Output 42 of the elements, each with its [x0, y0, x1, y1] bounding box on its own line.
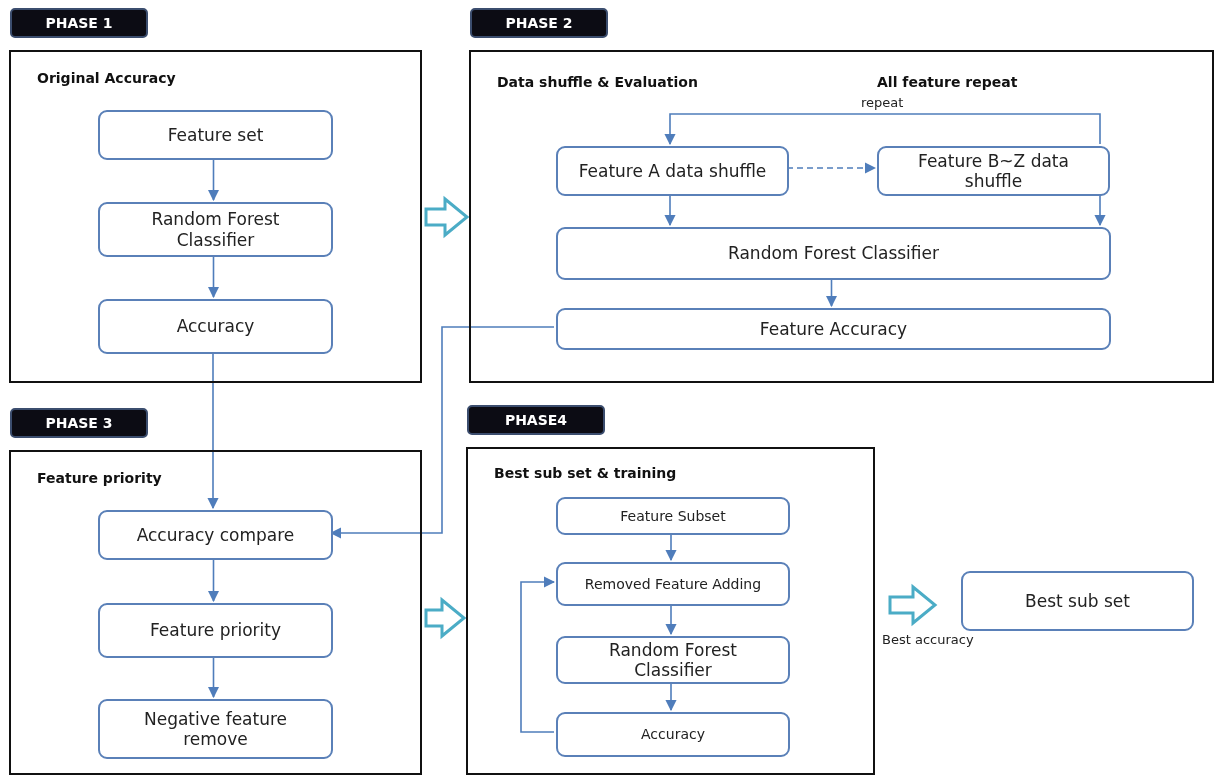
arrow — [665, 681, 677, 712]
arrow — [825, 277, 838, 308]
arrow — [207, 254, 220, 299]
arrow — [207, 557, 220, 603]
arrow — [664, 193, 676, 227]
process-box: Feature set — [98, 110, 333, 160]
process-box: Removed Feature Adding — [556, 562, 790, 606]
edge-label: repeat — [859, 95, 906, 110]
process-box: Best sub set — [961, 571, 1194, 631]
panel-heading: Best sub set & training — [494, 465, 677, 481]
process-box: Random Forest Classifier — [98, 202, 333, 257]
process-box: Accuracy — [98, 299, 333, 354]
panel-heading: All feature repeat — [877, 74, 1018, 90]
arrow — [665, 603, 677, 636]
block-arrow — [424, 596, 467, 640]
edge-label: Best accuracy — [880, 632, 976, 647]
process-box: Accuracy compare — [98, 510, 333, 560]
panel-heading: Data shuffle & Evaluation — [497, 74, 698, 90]
phase-tab: PHASE4 — [467, 405, 605, 435]
process-box: Random Forest Classifier — [556, 636, 790, 684]
arrow — [1094, 193, 1106, 227]
phase-tab: PHASE 3 — [10, 408, 148, 438]
arrow — [520, 576, 556, 733]
arrow — [207, 157, 220, 202]
process-box: Negative feature remove — [98, 699, 333, 759]
process-box: Feature A data shuffle — [556, 146, 789, 196]
panel-heading: Original Accuracy — [37, 70, 176, 86]
block-arrow — [424, 195, 470, 239]
panel-heading: Feature priority — [37, 470, 162, 486]
arrow — [207, 351, 219, 510]
process-box: Feature Accuracy — [556, 308, 1111, 350]
process-box: Feature priority — [98, 603, 333, 658]
arrow — [207, 655, 220, 699]
arrow — [665, 532, 677, 562]
phase-tab: PHASE 1 — [10, 8, 148, 38]
process-box: Accuracy — [556, 712, 790, 757]
arrow — [664, 113, 1101, 146]
block-arrow — [888, 583, 938, 627]
phase-tab: PHASE 2 — [470, 8, 608, 38]
process-box: Feature B~Z data shuffle — [877, 146, 1110, 196]
process-box: Feature Subset — [556, 497, 790, 535]
process-box: Random Forest Classifier — [556, 227, 1111, 280]
